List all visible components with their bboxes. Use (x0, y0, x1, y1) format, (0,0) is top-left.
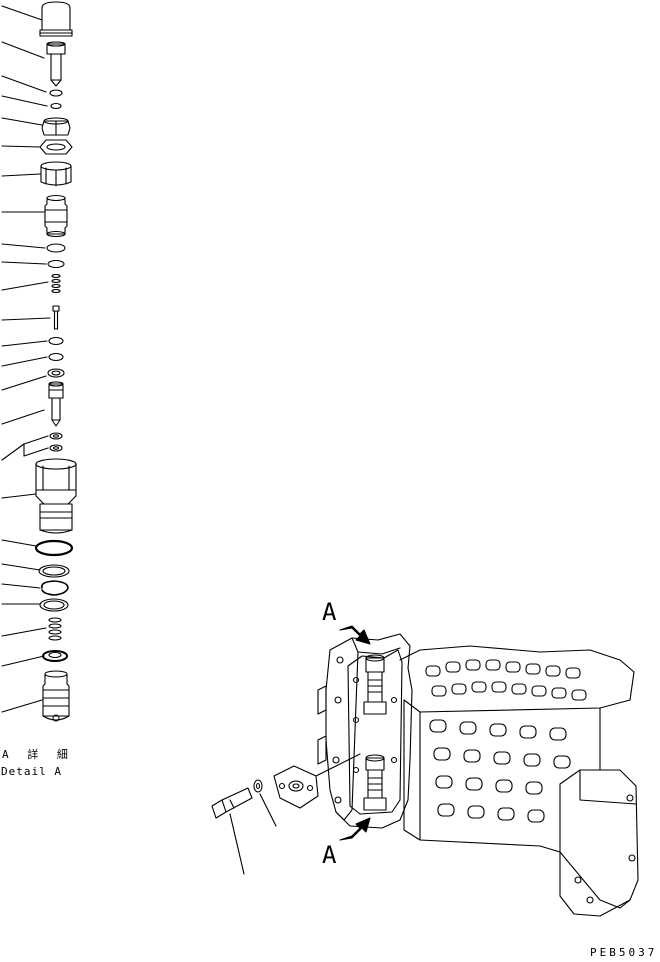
port-flange (273, 753, 361, 809)
valve-right-end-cover (559, 769, 639, 917)
part-nut (41, 117, 71, 136)
part-poppet (48, 381, 64, 427)
part-sleeve (44, 194, 68, 238)
part-lock-nut (40, 161, 72, 187)
part-ring-5 (47, 368, 65, 378)
flange-bolt (211, 787, 253, 819)
detail-a-label-en: Detail A (1, 765, 62, 778)
leader-lines (1, 5, 51, 713)
drawing-number: PEB5037 (590, 946, 658, 959)
view-marker-bottom: A (322, 841, 337, 869)
valve-top-ports (425, 659, 587, 701)
flange-washer (253, 779, 263, 793)
part-washers (49, 432, 63, 452)
part-piston (42, 670, 70, 722)
part-seal (42, 650, 68, 662)
part-gasket (39, 139, 73, 155)
bolt-leader-line (229, 813, 245, 875)
part-backup-ring-2 (39, 598, 69, 612)
valve-side-ports (429, 719, 571, 823)
part-spring-large (48, 617, 62, 641)
part-large-o-ring (34, 539, 74, 557)
arrow-a-bottom-icon (339, 817, 371, 841)
part-spring-small (51, 273, 61, 294)
washer-leader-line (259, 793, 277, 827)
part-ring-3 (48, 336, 64, 346)
relief-valve-upper (363, 654, 387, 715)
part-snap-ring (40, 580, 69, 596)
detail-a-parts-column (1, 1, 77, 722)
part-ring-4 (48, 352, 64, 362)
relief-valve-lower (363, 754, 387, 811)
detail-a-label-jp: A 詳 細 (2, 748, 74, 761)
part-pin (52, 305, 60, 330)
control-valve-assembly (211, 625, 639, 917)
part-o-ring-2 (47, 259, 65, 269)
main-valve-body (399, 645, 635, 909)
valve-end-cover (317, 633, 413, 829)
part-backup-ring-1 (38, 564, 70, 578)
part-cap (39, 1, 73, 37)
part-valve-body (35, 458, 77, 534)
view-marker-top: A (322, 598, 337, 626)
part-small-ring-2 (50, 102, 62, 110)
part-small-ring-1 (49, 89, 63, 97)
part-o-ring-1 (46, 243, 66, 253)
arrow-a-top-icon (339, 625, 371, 645)
valve-side-plate (347, 649, 403, 815)
part-plunger (46, 41, 66, 87)
